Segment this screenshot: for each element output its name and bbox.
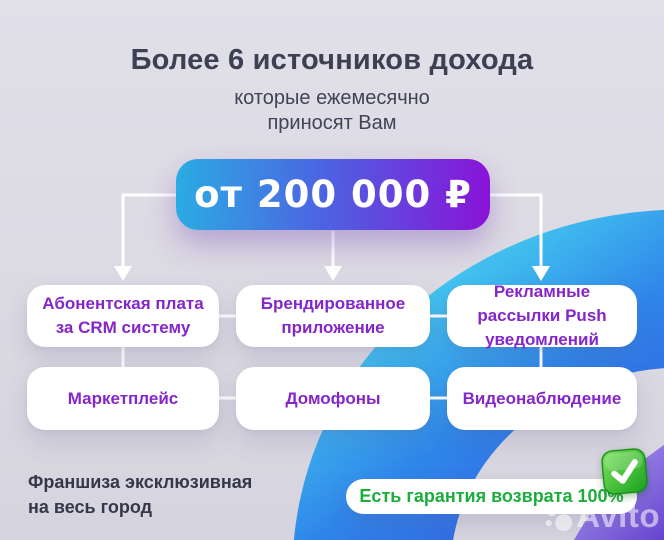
- connector-right: [490, 193, 543, 267]
- income-card-marketplace: Маркетплейс: [27, 367, 219, 430]
- guarantee-badge: Есть гарантия возврата 100%: [346, 479, 637, 514]
- subtitle-line-1: которые ежемесячно: [234, 87, 430, 109]
- franchise-line-1: Франшиза эксклюзивная: [28, 472, 253, 492]
- arrow-down-icon: [532, 266, 550, 281]
- page-title: Более 6 источников дохода: [130, 44, 534, 76]
- blue-ring-shape: [292, 209, 664, 540]
- income-card-intercoms: Домофоны: [236, 367, 430, 430]
- green-check-icon: [601, 448, 648, 495]
- card-label: Маркетплейс: [67, 388, 179, 408]
- connector-left: [121, 193, 176, 267]
- watermark-brand-text: Avito: [576, 497, 660, 534]
- card-label: Брендированное приложение: [260, 294, 406, 337]
- income-amount-badge: от 200 000 ₽: [176, 159, 490, 230]
- franchise-note: Франшиза эксклюзивная на весь город: [28, 470, 252, 520]
- card-label: Домофоны: [285, 388, 381, 408]
- guarantee-label: Есть гарантия возврата 100%: [359, 486, 624, 506]
- card-label: Видеонаблюдение: [462, 388, 622, 408]
- income-card-branded-app: Брендированное приложение: [236, 285, 430, 347]
- page-subtitle: которые ежемесячно приносят Вам: [0, 86, 664, 136]
- arrow-down-icon: [324, 266, 342, 281]
- income-card-push-ads: Рекламные рассылки Push уведомлений: [447, 282, 637, 349]
- card-label: Абонентская плата за CRM систему: [42, 294, 204, 337]
- subtitle-line-2: приносят Вам: [267, 112, 397, 134]
- franchise-line-2: на весь город: [28, 497, 152, 517]
- watermark: Avito: [542, 497, 660, 535]
- avito-logo-icon: [545, 503, 573, 531]
- arrow-down-icon: [114, 266, 132, 281]
- card-label: Рекламные рассылки Push уведомлений: [477, 282, 607, 349]
- income-amount-label: от 200 000 ₽: [194, 173, 472, 216]
- income-card-video-surveillance: Видеонаблюдение: [447, 367, 637, 430]
- income-card-crm-subscription: Абонентская плата за CRM систему: [27, 285, 219, 347]
